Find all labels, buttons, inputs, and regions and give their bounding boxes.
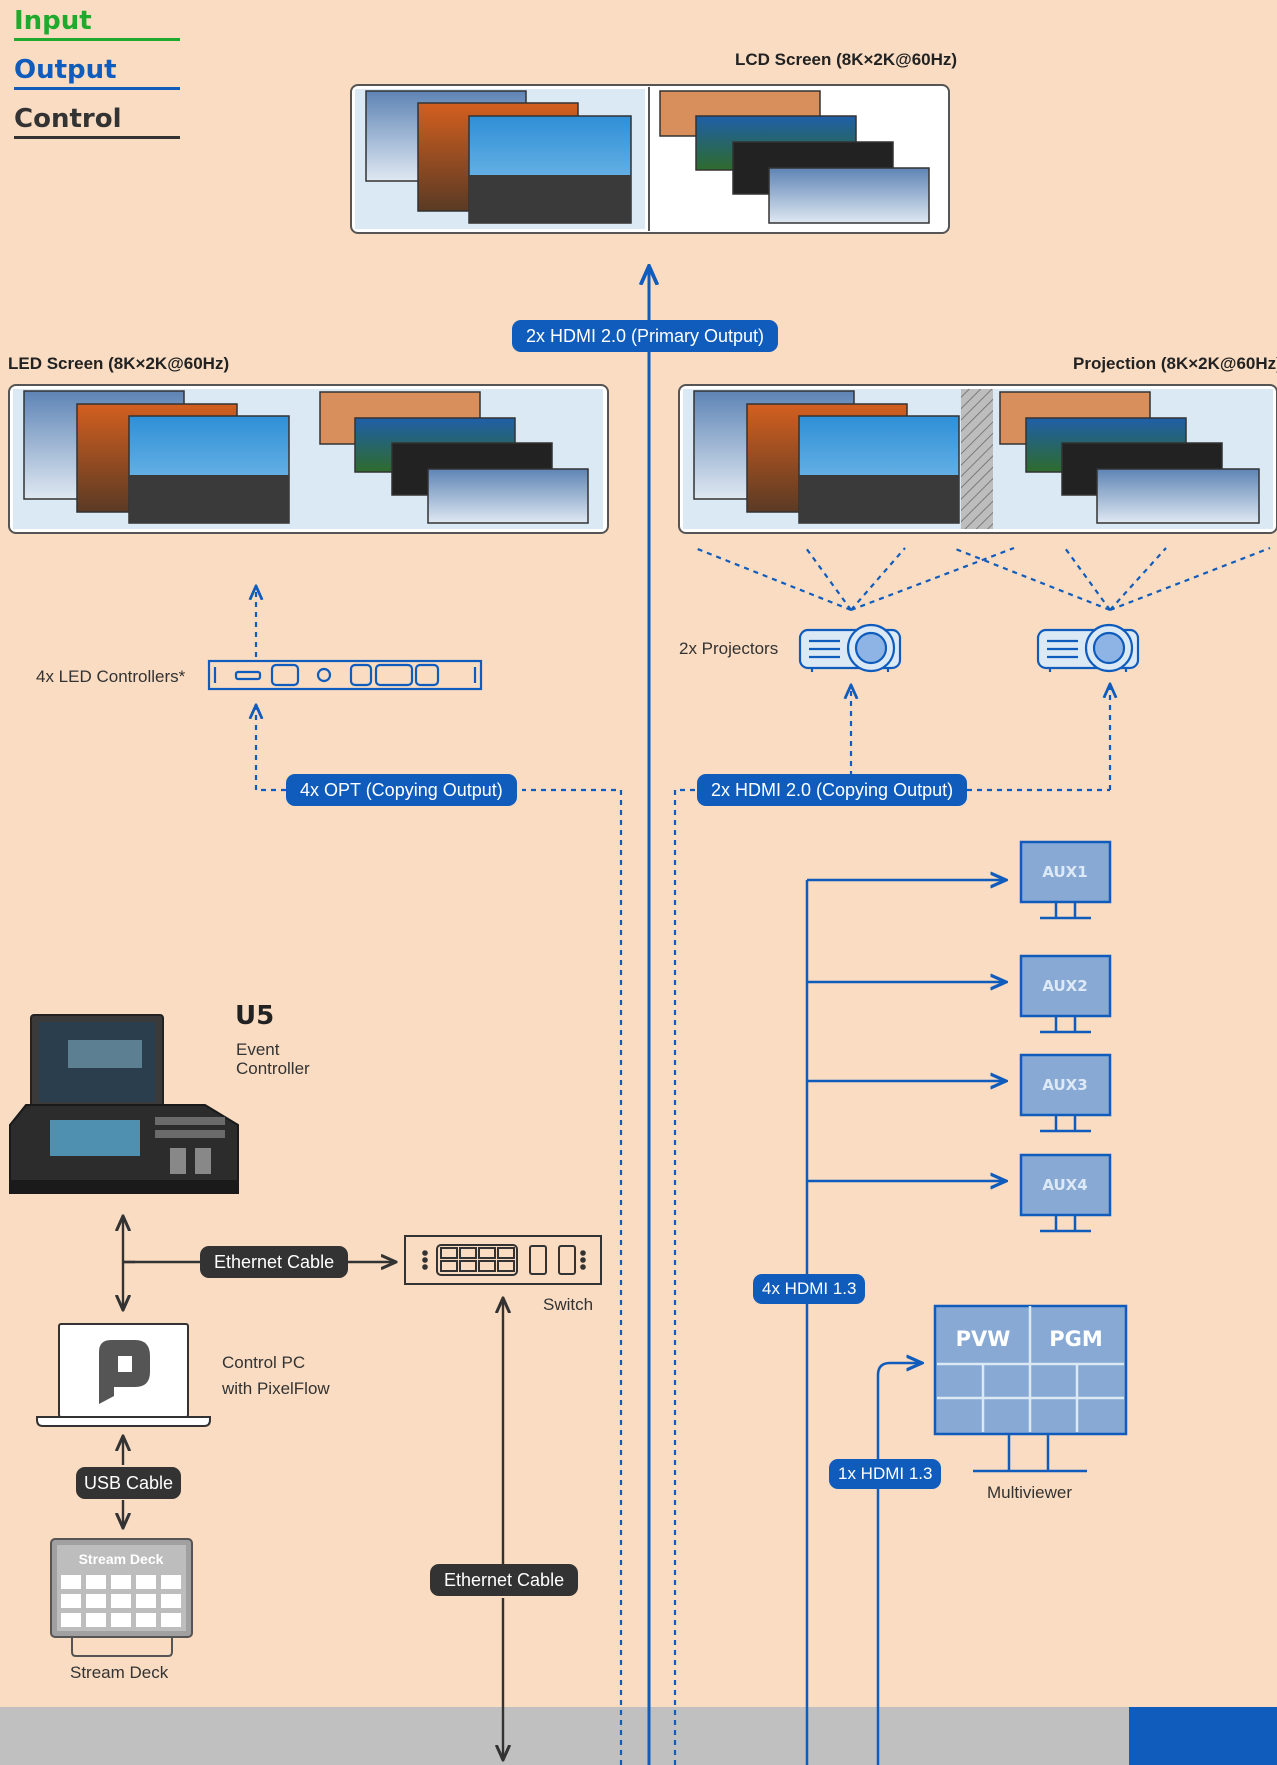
aux-monitor-4-label: AUX4: [1042, 1176, 1088, 1194]
legend-control-line: [14, 136, 180, 139]
legend-control: Control: [14, 104, 180, 139]
copy-output-arrows: [256, 586, 1110, 790]
multiviewer-hdmi-label: 1x HDMI 1.3: [829, 1459, 942, 1489]
aux-monitor-3: [1019, 1053, 1112, 1133]
switch-icon: [404, 1235, 602, 1285]
footer-bar: [0, 1707, 1277, 1765]
usb-cable-label: USB Cable: [76, 1467, 182, 1499]
u5-desc-line-1: Event: [236, 1040, 280, 1059]
legend-control-label: Control: [14, 104, 122, 134]
led-screen-title: LED Screen (8K×2K@60Hz): [8, 354, 230, 373]
aux-hdmi-label: 4x HDMI 1.3: [753, 1274, 866, 1304]
u5-model-label: U5: [235, 1001, 275, 1031]
projection-screen: [678, 384, 1277, 534]
control-lines: [123, 1216, 503, 1760]
ethernet-cable-label-1: Ethernet Cable: [200, 1246, 349, 1278]
control-pc-line-1: Control PC: [222, 1353, 306, 1372]
projectors-label: 2x Projectors: [679, 639, 779, 658]
u5-desc-line-2: Controller: [236, 1059, 310, 1078]
opt-copy-output-label: 4x OPT (Copying Output): [286, 774, 517, 806]
legend-input-line: [14, 38, 180, 41]
projector-beams: [694, 546, 1271, 612]
aux-monitor-4: [1019, 1153, 1112, 1233]
aux-monitor-2-label: AUX2: [1042, 977, 1088, 995]
stream-deck-device-title: Stream Deck: [78, 1551, 164, 1567]
legend-input: Input: [14, 6, 180, 41]
control-pc-line-2: with PixelFlow: [222, 1379, 330, 1398]
u5-controller-image: [9, 1014, 239, 1194]
aux-distribution-lines: [805, 880, 1006, 1765]
footer-accent: [1129, 1707, 1277, 1765]
multiviewer-label: Multiviewer: [987, 1483, 1073, 1502]
aux-monitor-1-label: AUX1: [1042, 863, 1088, 881]
ethernet-cable-label-2: Ethernet Cable: [430, 1564, 579, 1596]
primary-output-label: 2x HDMI 2.0 (Primary Output): [512, 320, 779, 352]
switch-label: Switch: [543, 1295, 594, 1314]
aux-monitor-1: [1019, 840, 1112, 920]
projection-screen-title: Projection (8K×2K@60Hz): [1073, 354, 1277, 373]
lcd-screen: [350, 84, 950, 234]
legend-output-line: [14, 87, 180, 90]
lcd-screen-title: LCD Screen (8K×2K@60Hz): [735, 50, 958, 69]
projector-icon-1: [798, 623, 902, 673]
aux-monitor-3-label: AUX3: [1042, 1076, 1088, 1094]
legend-input-label: Input: [14, 6, 92, 36]
stream-deck-label: Stream Deck: [70, 1663, 169, 1682]
projector-icon-2: [1036, 623, 1140, 673]
hdmi-copy-output-label: 2x HDMI 2.0 (Copying Output): [697, 774, 968, 806]
led-controller-icon: [207, 659, 483, 691]
legend-output: Output: [14, 55, 180, 90]
legend-output-label: Output: [14, 55, 117, 85]
multiviewer-pvw-label: PVW: [955, 1327, 1011, 1351]
pixelflow-logo-icon: [99, 1340, 150, 1404]
multiviewer-icon: [933, 1304, 1128, 1473]
multiviewer-pgm-label: PGM: [1049, 1327, 1103, 1351]
aux-monitor-2: [1019, 954, 1112, 1034]
led-controllers-label: 4x LED Controllers*: [36, 667, 186, 686]
copy-output-lines: [256, 788, 1110, 1765]
stream-deck-keys: [61, 1575, 181, 1627]
led-screen: [8, 384, 609, 534]
